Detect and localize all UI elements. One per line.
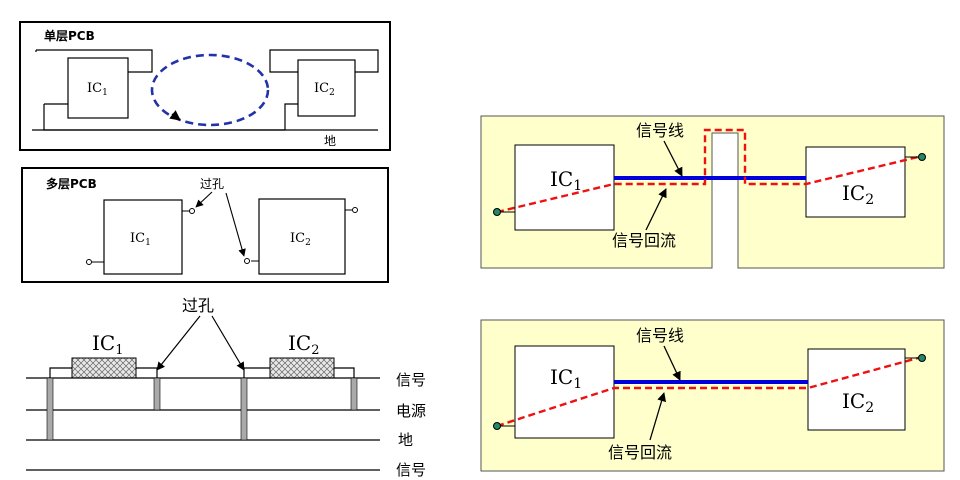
signal-line-arrow xyxy=(663,140,683,177)
ic2-label: IC2 xyxy=(290,231,311,248)
layer-stack-panel: 过孔 IC1 IC2 信号 电源 地 信号 xyxy=(26,296,426,479)
terminals xyxy=(493,153,926,216)
current-loop xyxy=(150,53,270,127)
terminals xyxy=(493,354,926,430)
ic1-label: IC1 xyxy=(87,81,108,98)
signal-line-label: 信号线 xyxy=(636,326,684,345)
via-label: 过孔 xyxy=(182,296,214,315)
single-layer-traces xyxy=(32,49,379,131)
via-arrow-2 xyxy=(211,315,245,371)
vias xyxy=(46,377,358,441)
ic2-label: IC2 xyxy=(842,389,874,416)
return-label: 信号回流 xyxy=(608,443,672,462)
ic2-label: IC2 xyxy=(288,331,319,358)
multi-layer-panel: 多层PCB 过孔 IC1 IC2 xyxy=(21,167,389,283)
return-arrow xyxy=(645,188,667,231)
layer-label-power: 电源 xyxy=(396,402,426,420)
signal-line-arrow xyxy=(663,345,681,381)
slot-plane-panel: IC1 IC2 信号线 信号回流 xyxy=(480,115,945,269)
via-arrow-1 xyxy=(195,191,213,208)
multi-layer-title: 多层PCB xyxy=(46,176,97,191)
via-arrow-1 xyxy=(156,315,201,371)
pins xyxy=(86,207,358,265)
ic1-chip xyxy=(67,57,129,119)
ic2-label: IC2 xyxy=(842,181,874,208)
single-layer-title: 单层PCB xyxy=(44,28,95,43)
via-arrow-2 xyxy=(225,192,246,257)
ic1-label: IC1 xyxy=(92,331,123,358)
ic1-label: IC1 xyxy=(550,365,582,392)
ic1-chip xyxy=(103,199,183,275)
signal-line-label: 信号线 xyxy=(636,121,684,140)
solid-plane-panel: IC1 IC2 信号线 信号回流 xyxy=(480,319,945,472)
via-label: 过孔 xyxy=(200,177,224,191)
leads xyxy=(49,367,355,378)
ic1-label: IC1 xyxy=(130,231,151,248)
return-label: 信号回流 xyxy=(612,231,676,250)
return-path xyxy=(496,128,919,214)
ground-label: 地 xyxy=(324,134,336,148)
layers xyxy=(26,377,380,471)
layer-label-signal-top: 信号 xyxy=(396,371,426,389)
loop-arrow xyxy=(169,110,181,121)
ic1-package xyxy=(71,357,137,379)
ic2-chip xyxy=(297,59,356,117)
ic2-label: IC2 xyxy=(314,81,335,98)
ic2-chip xyxy=(258,198,346,275)
layer-label-ground: 地 xyxy=(398,431,413,449)
return-arrow xyxy=(649,392,667,441)
layer-label-signal-bottom: 信号 xyxy=(396,461,426,479)
single-layer-panel: 单层PCB IC1 IC2 地 xyxy=(19,21,391,151)
return-path xyxy=(496,356,919,428)
ic2-chip xyxy=(805,146,906,218)
ic2-package xyxy=(269,357,335,379)
ic2-chip xyxy=(807,348,906,431)
ic1-label: IC1 xyxy=(550,167,582,194)
ic1-chip xyxy=(514,345,615,439)
